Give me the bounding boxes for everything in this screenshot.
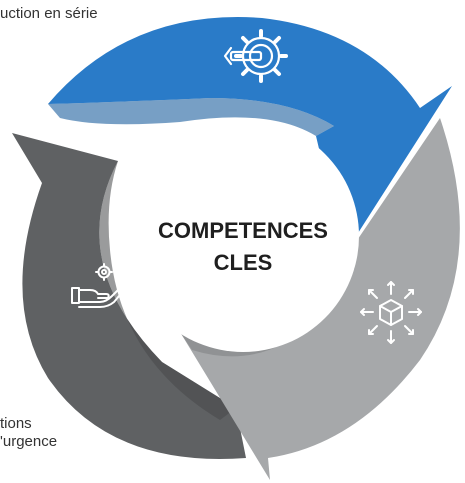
- caption-bottom-line1: tions: [0, 415, 32, 432]
- center-title-line1: COMPETENCES: [158, 218, 328, 243]
- segment-dark-gray: [12, 133, 246, 459]
- center-circle: [127, 120, 359, 352]
- hand-gear-icon: [71, 263, 125, 308]
- caption-top: uction en série: [0, 5, 98, 22]
- wrench-gear-icon: [223, 29, 288, 83]
- box-arrows-icon: [360, 281, 422, 344]
- center-title-line2: CLES: [214, 250, 273, 275]
- caption-bottom-line2: 'urgence: [0, 433, 58, 450]
